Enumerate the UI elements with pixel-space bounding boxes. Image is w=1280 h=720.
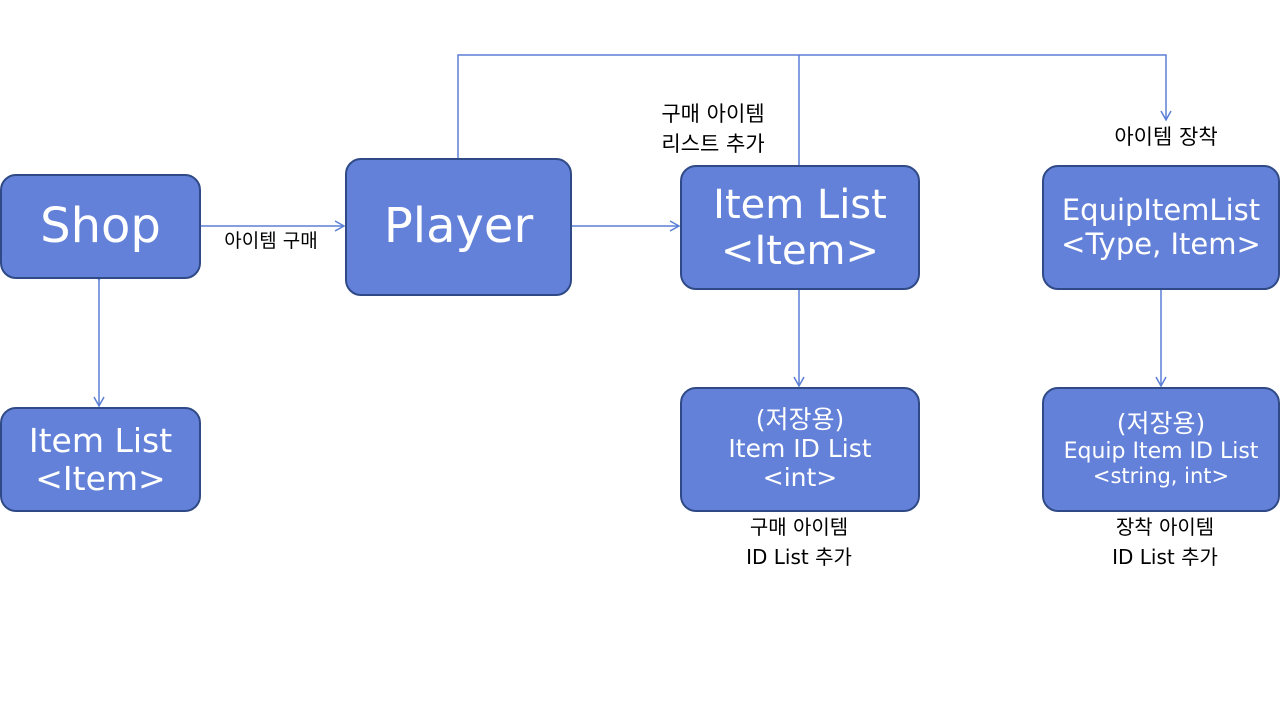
equip-item-list-node: EquipItemList <Type, Item> — [1042, 165, 1280, 290]
add-buy-list-label: 구매 아이템 리스트 추가 — [640, 99, 786, 159]
item-list-title: Item List — [713, 181, 887, 228]
shop-node-label: Shop — [40, 197, 161, 254]
shop-item-list-type: <Item> — [35, 458, 166, 498]
add-equip-id-line2: ID List 추가 — [1112, 545, 1218, 569]
equip-item-id-list-type: <string, int> — [1092, 464, 1230, 489]
add-buy-id-line2: ID List 추가 — [746, 545, 852, 569]
buy-item-label: 아이템 구매 — [205, 226, 337, 256]
equip-item-id-list-title: Equip Item ID List — [1063, 439, 1259, 465]
add-buy-list-line2: 리스트 추가 — [661, 132, 765, 156]
add-equip-id-line1: 장착 아이템 — [1115, 515, 1215, 539]
add-equip-id-label: 장착 아이템 ID List 추가 — [1086, 512, 1244, 572]
shop-item-list-title: Item List — [28, 420, 173, 460]
item-list-type: <Item> — [720, 227, 880, 274]
add-buy-list-line1: 구매 아이템 — [661, 102, 765, 126]
equip-item-list-type: <Type, Item> — [1061, 226, 1261, 261]
shop-node: Shop — [0, 174, 201, 279]
add-buy-id-label: 구매 아이템 ID List 추가 — [720, 512, 878, 572]
equip-item-list-title: EquipItemList — [1061, 193, 1261, 228]
player-node: Player — [345, 158, 572, 296]
equip-item-label-text: 아이템 장착 — [1114, 125, 1218, 149]
item-list-node: Item List <Item> — [680, 165, 920, 290]
shop-item-list-node: Item List <Item> — [0, 407, 201, 512]
add-buy-id-line1: 구매 아이템 — [749, 515, 849, 539]
equip-item-id-list-purpose: (저장용) — [1116, 409, 1206, 439]
equip-item-id-list-node: (저장용) Equip Item ID List <string, int> — [1042, 387, 1280, 512]
item-id-list-title: Item ID List — [728, 434, 872, 464]
player-node-label: Player — [383, 198, 534, 255]
item-id-list-node: (저장용) Item ID List <int> — [680, 387, 920, 512]
buy-item-label-text: 아이템 구매 — [224, 230, 318, 252]
edge-player-to-equip-item-list — [457, 54, 1172, 158]
item-id-list-purpose: (저장용) — [755, 405, 845, 435]
item-id-list-type: <int> — [762, 462, 838, 492]
equip-item-label: 아이템 장착 — [1094, 122, 1238, 152]
